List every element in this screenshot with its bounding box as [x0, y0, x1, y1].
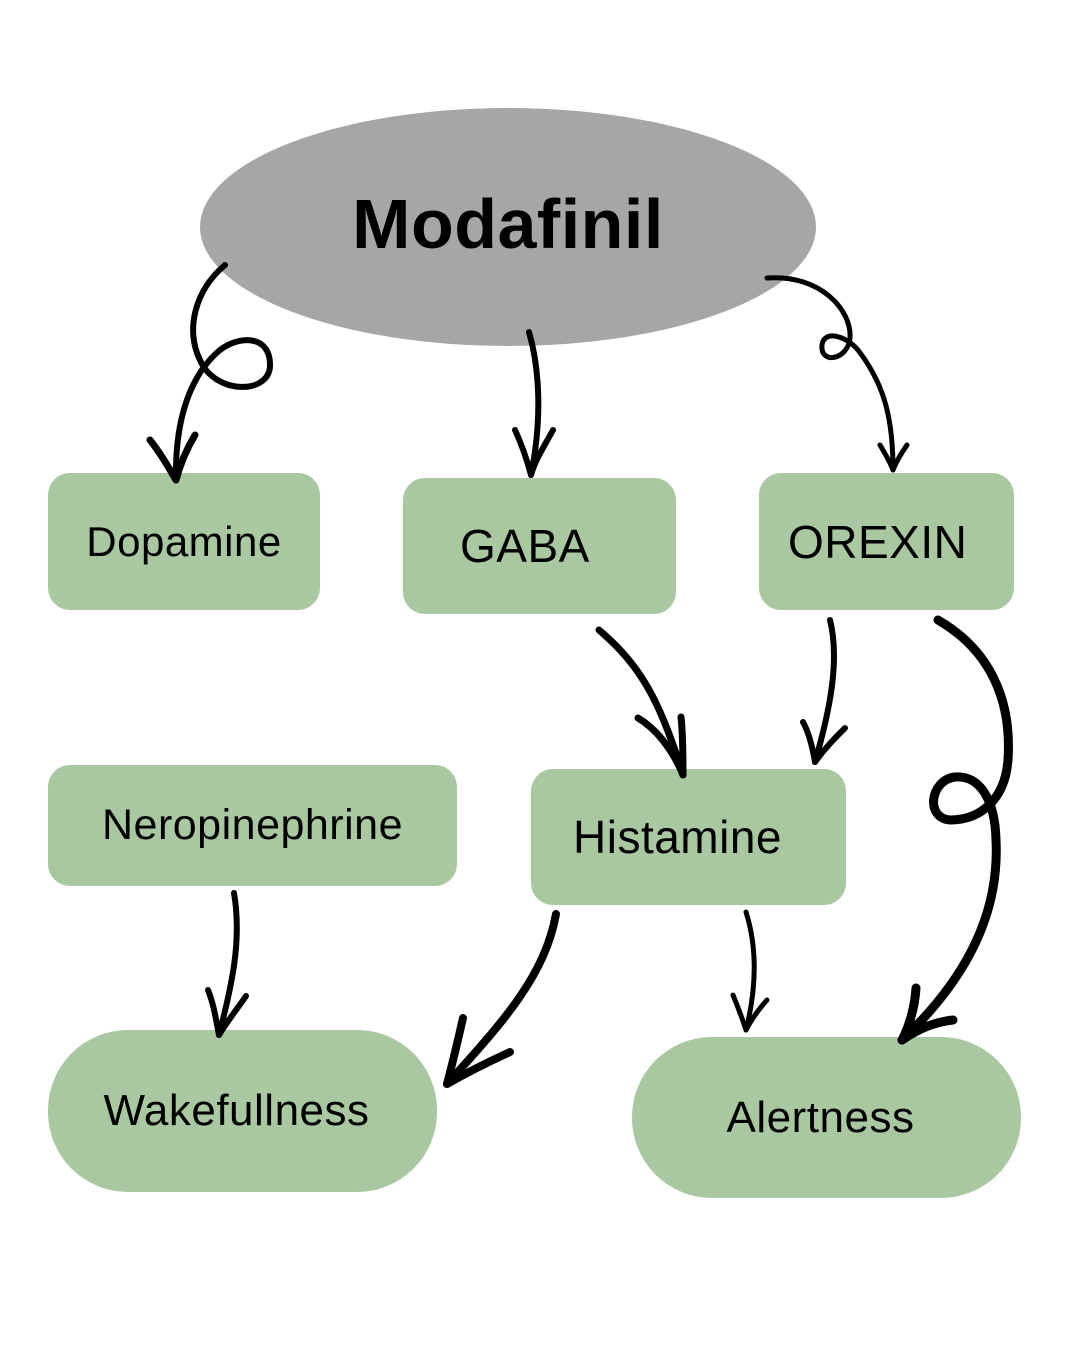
arrowhead-icon [800, 719, 848, 765]
edge-orexin-alertness [897, 615, 1013, 1045]
node-orexin: OREXIN [759, 473, 1014, 610]
edge-line [743, 909, 757, 1033]
edge-histamine-wakefullness [443, 910, 560, 1088]
edge-line [443, 910, 560, 1088]
node-label-orexin: OREXIN [788, 515, 968, 568]
edge-neropinephrine-wakefullness [205, 890, 249, 1038]
node-gaba: GABA [403, 478, 676, 614]
edge-orexin-histamine [800, 617, 848, 765]
arrowhead-icon [634, 713, 687, 779]
node-label-dopamine: Dopamine [86, 517, 282, 565]
arrowhead-icon [730, 992, 770, 1033]
arrowhead-icon [897, 983, 958, 1045]
node-alertness: Alertness [632, 1037, 1021, 1198]
arrowhead-icon [512, 427, 556, 478]
node-wakefullness: Wakefullness [48, 1030, 437, 1192]
edge-line [897, 615, 1013, 1045]
node-histamine: Histamine [531, 769, 846, 905]
arrowhead-icon [443, 1014, 514, 1088]
edge-modafinil-gaba [512, 329, 556, 478]
arrowhead-icon [205, 987, 249, 1038]
edge-modafinil-orexin [764, 275, 910, 473]
edge-line [526, 329, 542, 478]
node-label-histamine: Histamine [573, 811, 783, 863]
node-label-modafinil: Modafinil [352, 185, 664, 263]
node-modafinil: Modafinil [200, 108, 816, 346]
edge-histamine-alertness [730, 909, 770, 1033]
arrowhead-icon [877, 442, 910, 473]
edge-line [216, 890, 240, 1038]
edge-modafinil-dopamine [146, 262, 273, 484]
node-label-wakefullness: Wakefullness [103, 1086, 370, 1135]
node-label-alertness: Alertness [726, 1092, 915, 1142]
edge-line [172, 262, 273, 481]
node-label-gaba: GABA [460, 520, 590, 572]
edge-line [595, 626, 687, 779]
edge-line [812, 617, 837, 765]
edge-gaba-histamine [595, 626, 687, 779]
node-label-neropinephrine: Neropinephrine [101, 801, 404, 849]
node-dopamine: Dopamine [48, 473, 320, 610]
edge-line [764, 275, 896, 473]
node-neropinephrine: Neropinephrine [48, 765, 457, 886]
